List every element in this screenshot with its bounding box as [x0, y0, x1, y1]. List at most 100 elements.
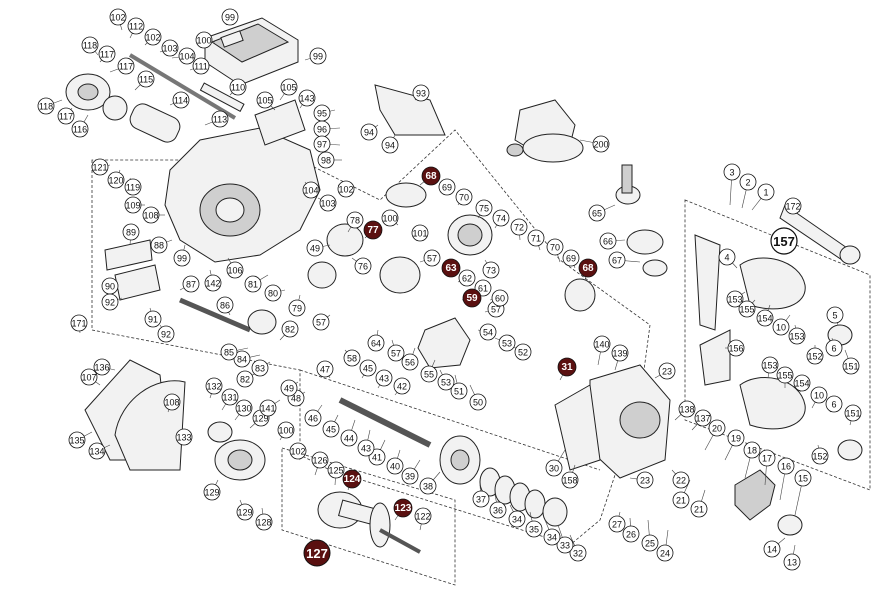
part-label-l57a: 57 — [419, 249, 441, 267]
part-number: 57 — [316, 318, 326, 328]
part-number: 37 — [476, 495, 486, 505]
part-label-l2: 2 — [739, 173, 757, 209]
part-number: 75 — [479, 204, 489, 214]
part-label-l33: 33 — [556, 524, 574, 554]
part-label-l102c: 102 — [337, 180, 355, 198]
part-star-drag-65 — [615, 164, 641, 205]
part-number: 152 — [812, 452, 827, 462]
part-number: 87 — [186, 280, 196, 290]
part-number: 115 — [139, 75, 153, 85]
label-bubble — [203, 483, 221, 501]
part-number: 57 — [391, 349, 401, 359]
part-label-l43b: 43 — [357, 429, 375, 457]
label-bubble — [514, 343, 532, 361]
part-label-l84: 84 — [233, 350, 261, 368]
part-label-l54: 54 — [477, 323, 497, 341]
part-number: 100 — [382, 214, 397, 224]
label-bubble — [525, 520, 543, 538]
part-label-l45a: 45 — [359, 359, 377, 379]
part-label-l118a: 118 — [81, 36, 99, 56]
part-label-l69a: 69 — [438, 178, 456, 196]
part-number: 131 — [222, 393, 237, 403]
part-label-l92b: 92 — [157, 324, 175, 343]
part-number: 172 — [785, 202, 800, 212]
label-bubble — [303, 539, 331, 567]
part-number: 5 — [832, 311, 837, 321]
part-number: 139 — [612, 349, 627, 359]
part-number: 93 — [416, 89, 426, 99]
part-number: 107 — [81, 373, 96, 383]
part-label-l25: 25 — [641, 519, 659, 552]
part-number: 130 — [236, 404, 251, 414]
part-label-l151a: 151 — [842, 349, 860, 375]
part-label-l153b: 153 — [788, 324, 806, 345]
part-label-l155b: 155 — [776, 366, 794, 388]
part-label-l86: 86 — [216, 296, 234, 316]
part-label-l75: 75 — [475, 199, 493, 219]
part-label-l112: 112 — [127, 17, 145, 39]
label-bubble — [678, 400, 696, 418]
part-number: 129 — [237, 508, 252, 518]
part-label-l154b: 154 — [793, 374, 811, 393]
part-counter-display — [204, 17, 299, 86]
label-bubble — [455, 188, 473, 206]
label-bubble — [763, 540, 781, 558]
part-number: 91 — [148, 315, 158, 325]
part-number: 42 — [397, 382, 407, 392]
part-number: 60 — [495, 294, 505, 304]
part-number: 154 — [794, 379, 809, 389]
part-label-l153c: 153 — [761, 356, 779, 379]
label-bubble — [608, 251, 626, 269]
part-number: 50 — [473, 398, 483, 408]
part-label-l94b: 94 — [381, 134, 399, 154]
part-star-drag-16 — [734, 469, 803, 536]
part-label-l100b: 100 — [381, 209, 399, 227]
part-side-plate-left — [65, 73, 111, 111]
part-label-l135: 135 — [68, 431, 93, 449]
part-number: 72 — [514, 223, 524, 233]
part-label-l102d: 102 — [289, 442, 307, 461]
part-number: 13 — [787, 558, 797, 568]
part-label-l88: 88 — [150, 236, 173, 254]
label-bubble — [772, 318, 790, 336]
part-number: 78 — [350, 216, 360, 226]
label-bubble — [236, 370, 254, 388]
highlighted-part-label-h59: 59 — [461, 288, 482, 308]
part-label-l104a: 104 — [171, 47, 196, 65]
part-number: 48 — [291, 394, 301, 404]
part-label-l131: 131 — [221, 388, 239, 411]
part-label-l35: 35 — [525, 511, 543, 538]
part-label-l133: 133 — [175, 428, 193, 446]
label-bubble — [255, 513, 273, 531]
label-bubble — [178, 47, 196, 65]
part-label-l71: 71 — [527, 229, 545, 251]
part-label-l36: 36 — [489, 494, 507, 519]
label-bubble — [211, 110, 229, 128]
label-bubble — [386, 457, 404, 475]
part-number: 68 — [582, 263, 594, 274]
part-number: 171 — [71, 319, 86, 329]
part-number: 153 — [789, 332, 804, 342]
part-label-l56: 56 — [401, 347, 419, 371]
label-bubble — [367, 334, 385, 352]
label-bubble — [411, 224, 429, 242]
part-label-l1: 1 — [751, 183, 775, 211]
label-bubble — [71, 120, 89, 138]
label-bubble — [122, 223, 140, 241]
part-number: 35 — [529, 525, 539, 535]
highlighted-part-label-h31: 31 — [557, 357, 577, 381]
label-bubble — [588, 204, 606, 222]
label-bubble — [593, 335, 611, 353]
part-label-l108b: 108 — [163, 393, 181, 413]
label-bubble — [492, 209, 510, 227]
highlighted-part-label-h63: 63 — [441, 258, 461, 278]
label-bubble — [489, 501, 507, 519]
part-label-l136: 136 — [93, 358, 116, 376]
label-bubble — [472, 490, 490, 508]
part-number: 10 — [814, 391, 824, 401]
part-label-l24: 24 — [656, 529, 674, 562]
label-bubble — [825, 339, 843, 357]
part-number: 36 — [493, 506, 503, 516]
part-label-l97: 97 — [313, 135, 341, 153]
part-drag-washers — [479, 467, 568, 527]
